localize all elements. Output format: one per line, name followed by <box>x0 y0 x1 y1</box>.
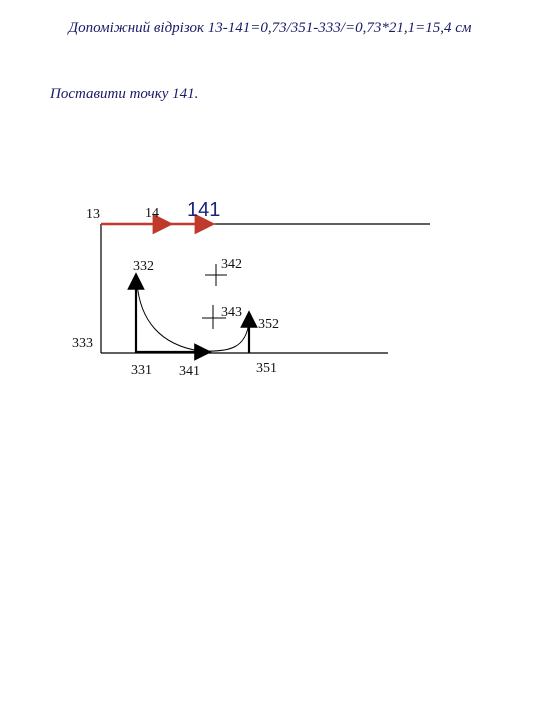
label-141: 141 <box>187 199 220 221</box>
label-342: 342 <box>221 257 242 272</box>
curve-332-341 <box>136 282 201 352</box>
label-14: 14 <box>145 206 159 221</box>
instruction-text: Поставити точку 141. <box>50 86 199 102</box>
label-343: 343 <box>221 305 242 320</box>
curve-341-352 <box>202 321 250 352</box>
cross-342 <box>205 264 227 286</box>
label-351: 351 <box>256 361 277 376</box>
label-331: 331 <box>131 363 152 378</box>
label-13: 13 <box>86 207 100 222</box>
page-title: Допоміжний відрізок 13-141=0,73/351-333/… <box>68 20 472 36</box>
cross-343 <box>202 305 226 329</box>
label-341: 341 <box>179 364 200 379</box>
label-332: 332 <box>133 259 154 274</box>
label-352: 352 <box>258 317 279 332</box>
label-333: 333 <box>72 336 93 351</box>
